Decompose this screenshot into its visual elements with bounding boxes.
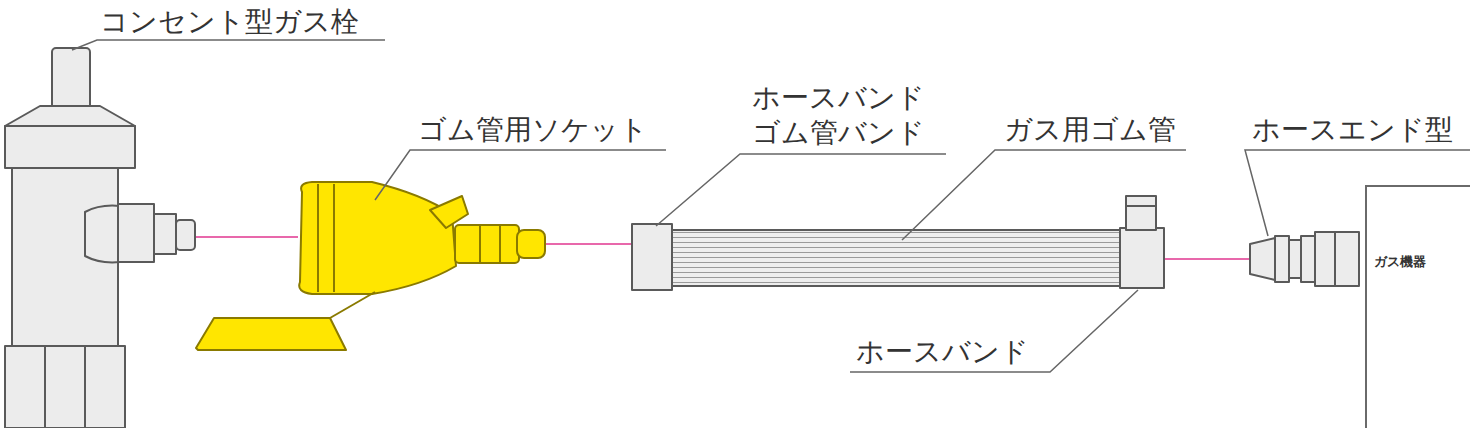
hose-band bbox=[632, 196, 1164, 290]
node-text: ガス機器 bbox=[1367, 253, 1470, 271]
gas-tap bbox=[5, 346, 125, 428]
connection-guide bbox=[545, 243, 632, 245]
leader-line bbox=[850, 290, 1138, 372]
rubber-hose-socket bbox=[299, 182, 456, 294]
gas-tap bbox=[44, 346, 46, 428]
hose-end-fitting bbox=[1250, 238, 1275, 280]
rubber-hose-socket bbox=[196, 318, 346, 350]
gas-tap bbox=[5, 48, 195, 428]
gas-appliance-box: ガス機器 bbox=[1365, 185, 1470, 428]
hose-end-fitting bbox=[1334, 232, 1336, 286]
gas-tap bbox=[5, 126, 135, 168]
rubber-hose-socket bbox=[455, 225, 519, 263]
leader-line bbox=[72, 40, 385, 50]
part-label: ゴム管用ソケット bbox=[418, 114, 648, 145]
hose-band bbox=[1120, 228, 1164, 288]
hose-end-fitting bbox=[1250, 232, 1359, 286]
hose-band bbox=[632, 224, 672, 290]
leader-line bbox=[375, 150, 666, 200]
part-label: ホースバンド ゴム管バンド bbox=[752, 80, 928, 150]
rubber-hose-socket bbox=[430, 196, 468, 228]
hose-band bbox=[1126, 196, 1156, 230]
hose-end-fitting bbox=[1289, 240, 1301, 278]
gas-tap bbox=[154, 214, 176, 254]
hose-end-fitting bbox=[1301, 236, 1315, 282]
gas-tap bbox=[176, 220, 195, 250]
gas-tap bbox=[85, 206, 120, 263]
leader-line bbox=[72, 40, 1470, 372]
connection-guide bbox=[195, 236, 298, 238]
part-label: ホースエンド型 bbox=[1252, 114, 1453, 145]
rubber-hose-socket bbox=[479, 225, 481, 263]
part-label: ホースバンド bbox=[856, 336, 1029, 367]
rubber-hose-socket bbox=[317, 184, 319, 292]
gas-tap bbox=[52, 48, 90, 112]
rubber-hose-socket bbox=[499, 225, 501, 263]
leader-line bbox=[656, 154, 946, 226]
gas-rubber-hose bbox=[670, 230, 1122, 286]
connection-guide bbox=[1165, 258, 1250, 260]
hose-end-fitting bbox=[1315, 232, 1359, 286]
hose-end-fitting bbox=[1275, 236, 1289, 282]
part-label: ガス用ゴム管 bbox=[1004, 114, 1176, 145]
rubber-hose-socket bbox=[196, 182, 545, 350]
gas-tap bbox=[5, 106, 135, 126]
gas-tap bbox=[84, 346, 86, 428]
leader-line bbox=[902, 150, 1186, 240]
rubber-hose-socket bbox=[333, 184, 335, 292]
rubber-hose-socket bbox=[517, 230, 545, 258]
hose-band bbox=[1126, 205, 1156, 207]
part-label: コンセント型ガス栓 bbox=[100, 6, 359, 37]
gas-rubber-hose bbox=[670, 230, 1122, 286]
rubber-hose-socket bbox=[330, 292, 375, 318]
gas-tap bbox=[118, 204, 154, 262]
